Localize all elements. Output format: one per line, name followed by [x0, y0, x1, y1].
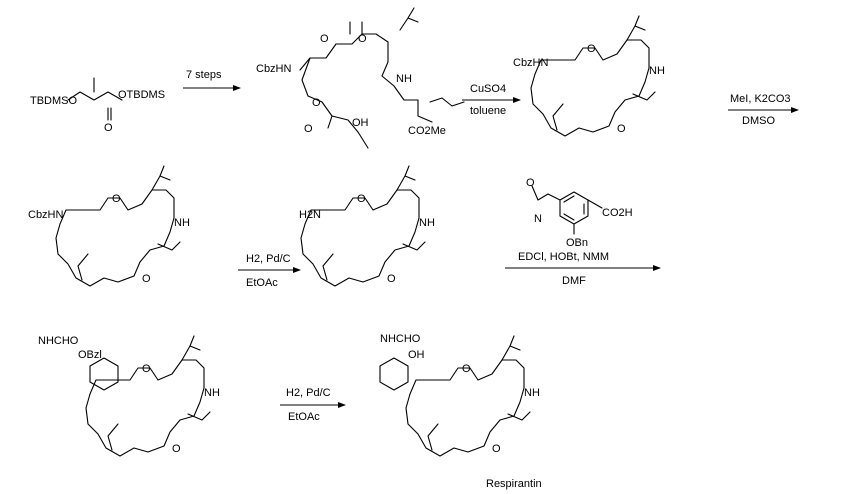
- step4-reagent: H2, Pd/C: [246, 253, 291, 265]
- coupling-partner: CO2H OBn N O: [526, 177, 633, 249]
- step6-solvent: EtOAc: [288, 411, 320, 423]
- o-label-3a: O: [112, 193, 121, 205]
- step1-arrow-group: 7 steps: [183, 69, 241, 91]
- o-label-1d: O: [304, 123, 313, 135]
- nh-label-2: NH: [649, 65, 665, 77]
- co2me-label-1: CO2Me: [408, 125, 446, 137]
- start-material: TBDMSO OTBDMS O: [30, 77, 165, 134]
- o-label-5a: O: [142, 363, 151, 375]
- o-label-pb: O: [492, 443, 501, 455]
- tbdmso-label: TBDMSO: [30, 95, 78, 107]
- cbzhn-label-1: CbzHN: [256, 63, 292, 75]
- nh-label-1: NH: [396, 73, 412, 85]
- intermediate-4: H2N NH O O: [299, 165, 435, 287]
- step2-reagent: CuSO4: [470, 83, 506, 95]
- o-label-4b: O: [387, 273, 396, 285]
- carbonyl-o-label: O: [104, 122, 113, 134]
- nh-label-p: NH: [524, 387, 540, 399]
- step3-arrow-group: MeI, K2CO3 DMSO: [728, 93, 799, 127]
- respirantin-structure: NHCHO OH NH O O: [379, 333, 540, 457]
- step5-reagent: EDCl, HOBt, NMM: [518, 251, 609, 263]
- step6-arrow-group: H2, Pd/C EtOAc: [280, 387, 346, 423]
- step2-solvent: toluene: [470, 105, 506, 117]
- co2h-label: CO2H: [602, 207, 633, 219]
- o-label-cp: O: [526, 177, 535, 189]
- o-label-5b: O: [172, 443, 181, 455]
- nhcho-label-5: NHCHO: [38, 335, 79, 347]
- h2n-label-4: H2N: [299, 209, 321, 221]
- product-name: Respirantin: [486, 478, 542, 490]
- step1-label: 7 steps: [186, 69, 222, 81]
- o-label-4a: O: [357, 193, 366, 205]
- step3-reagent: MeI, K2CO3: [730, 93, 791, 105]
- step6-reagent: H2, Pd/C: [286, 387, 331, 399]
- cbzhn-label-2: CbzHN: [513, 57, 549, 69]
- o-label-2a: O: [587, 43, 596, 55]
- step5-arrow-group: EDCl, HOBt, NMM DMF: [505, 251, 661, 287]
- o-label-1b: O: [358, 33, 367, 45]
- intermediate-1: CbzHN NH OH CO2Me O O O O: [256, 7, 465, 149]
- obzl-label-5: OBzl: [78, 349, 102, 361]
- intermediate-2: CbzHN NH O O: [513, 15, 665, 137]
- nh-label-5: NH: [204, 387, 220, 399]
- o-label-1a: O: [320, 33, 329, 45]
- step4-arrow-group: H2, Pd/C EtOAc: [238, 253, 301, 289]
- step4-solvent: EtOAc: [246, 277, 278, 289]
- o-label-1c: O: [312, 97, 321, 109]
- step5-solvent: DMF: [562, 275, 586, 287]
- nh-label-4: NH: [419, 217, 435, 229]
- nh-label-3: NH: [174, 217, 190, 229]
- n-label-cp: N: [534, 213, 542, 225]
- intermediate-3: CbzHN NH O O: [28, 165, 190, 287]
- o-label-2b: O: [617, 123, 626, 135]
- cbzhn-label-3: CbzHN: [28, 209, 64, 221]
- step2-arrow-group: CuSO4 toluene: [462, 83, 521, 117]
- obn-label: OBn: [566, 237, 588, 249]
- oh-label-p: OH: [408, 349, 425, 361]
- o-label-pa: O: [462, 363, 471, 375]
- o-label-3b: O: [142, 273, 151, 285]
- oh-label-1: OH: [352, 117, 369, 129]
- intermediate-5: NHCHO OBzl NH O O: [38, 335, 220, 457]
- otbdms-label: OTBDMS: [118, 89, 165, 101]
- step3-solvent: DMSO: [742, 115, 775, 127]
- nhcho-label-p: NHCHO: [380, 333, 421, 345]
